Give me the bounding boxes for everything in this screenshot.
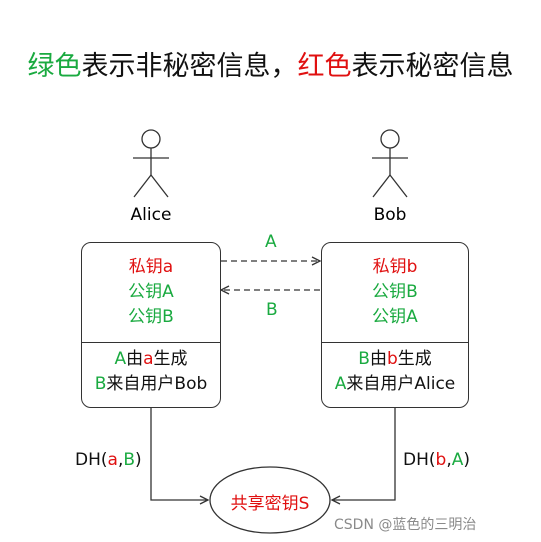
- shared-key-ellipse: [209, 466, 331, 534]
- watermark: CSDN @蓝色的三明治: [334, 517, 477, 533]
- connector-alice-to-shared: [150, 408, 208, 500]
- connector-bob-to-shared: [332, 408, 396, 500]
- title-text-2: 表示秘密信息: [351, 51, 514, 82]
- title-red-word: 红色: [297, 51, 352, 82]
- bob-box: 私钥b 公钥B 公钥A B由b生成 A来自用户Alice: [321, 242, 469, 408]
- exchange-label-a: A: [265, 232, 277, 252]
- alice-public-key-other: 公钥B: [128, 307, 174, 327]
- dh-left-label: DH(a,B): [75, 450, 142, 470]
- bob-public-key-other: 公钥A: [372, 307, 418, 327]
- alice-private-key: 私钥a: [128, 257, 174, 277]
- alice-figure-icon: [133, 129, 169, 198]
- bob-figure-icon: [372, 129, 408, 198]
- alice-note-2: B来自用户Bob: [94, 374, 208, 394]
- bob-divider: [322, 342, 468, 343]
- bob-note-1: B由b生成: [358, 349, 432, 369]
- bob-public-key-own: 公钥B: [372, 282, 418, 302]
- alice-note-1: A由a生成: [114, 349, 188, 369]
- title-text-1: 表示非秘密信息，: [81, 51, 298, 82]
- page-title: 绿色表示非秘密信息，红色表示秘密信息: [0, 44, 541, 83]
- bob-name: Bob: [373, 205, 407, 225]
- exchange-label-b: B: [266, 300, 278, 320]
- dh-right-label: DH(b,A): [403, 450, 470, 470]
- bob-note-2: A来自用户Alice: [334, 374, 456, 394]
- alice-box: 私钥a 公钥A 公钥B A由a生成 B来自用户Bob: [81, 242, 221, 408]
- alice-public-key-own: 公钥A: [128, 282, 174, 302]
- alice-name: Alice: [130, 205, 172, 225]
- title-green-word: 绿色: [27, 51, 82, 82]
- alice-divider: [82, 342, 220, 343]
- bob-private-key: 私钥b: [372, 257, 418, 277]
- shared-key-label: 共享密钥S: [230, 494, 310, 514]
